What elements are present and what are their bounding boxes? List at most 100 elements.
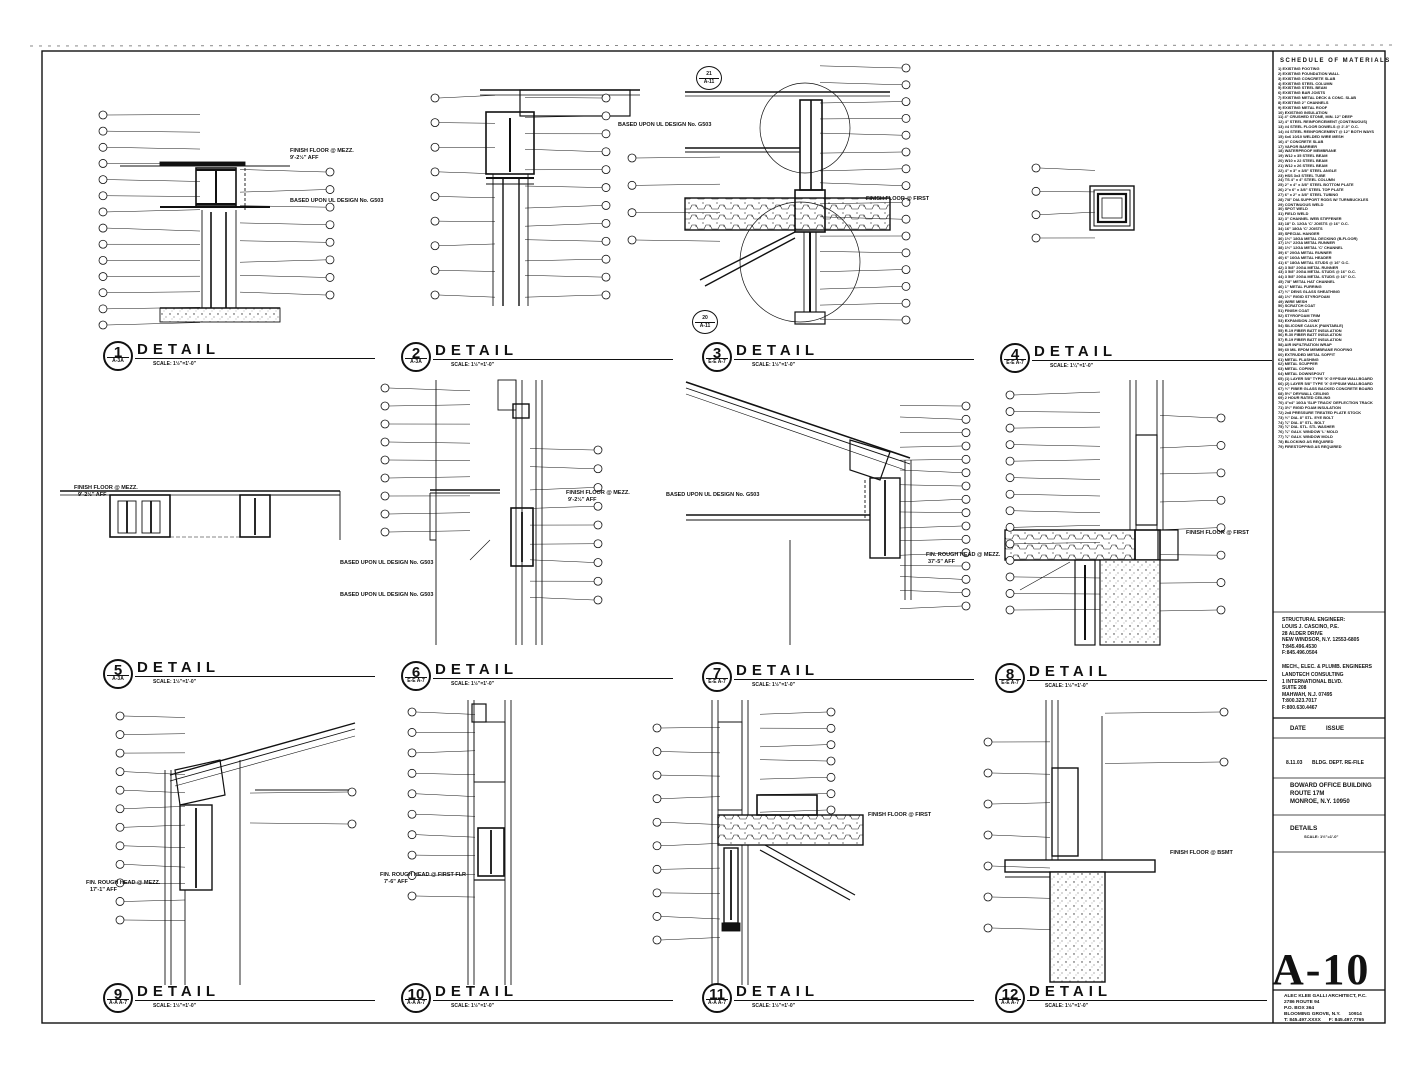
callout-leader-line <box>439 95 495 98</box>
callout-leader-line <box>1160 445 1217 448</box>
callout-leader-line <box>439 270 495 271</box>
callout-tag-circle <box>962 562 970 570</box>
callout-leader-line <box>1014 577 1100 578</box>
callout-tag-circle <box>431 291 439 299</box>
callout-tag-circle <box>653 795 661 803</box>
detail-7-drawing <box>686 382 911 645</box>
callout-tag-circle <box>827 773 835 781</box>
callout-leader-line <box>661 752 720 753</box>
callout-tag-circle <box>1217 441 1225 449</box>
callout-tag-circle <box>984 831 992 839</box>
callout-tag-circle <box>116 712 124 720</box>
detail-6-title: DETAIL <box>435 661 518 678</box>
callout-tag-circle <box>116 731 124 739</box>
callout-tag-circle <box>326 168 334 176</box>
callout-leader-line <box>525 295 602 297</box>
detail-6-number: 6E-E A-7 <box>401 661 431 691</box>
callout-tag-circle <box>116 823 124 831</box>
callout-tag-circle <box>602 112 610 120</box>
callout-tag-circle <box>1006 540 1014 548</box>
callout-leader-line <box>240 260 326 262</box>
issue-text: BLDG. DEPT. RE-FILE <box>1312 760 1364 767</box>
callout-tag-circle <box>653 771 661 779</box>
detail-7-title-bar: 7E-E A-7DETAILSCALE: 1½"=1'-0" <box>702 662 962 696</box>
detail-3-scale: SCALE: 1½"=1'-0" <box>752 362 795 368</box>
callout-leader-line <box>992 866 1050 868</box>
callout-leader-line <box>900 606 962 609</box>
callout-tag-circle <box>653 889 661 897</box>
callout-tag-circle <box>348 788 356 796</box>
callout-tag-circle <box>116 786 124 794</box>
detail-4-title-bar: 4E-E A-7DETAILSCALE: 1¼"=1'-0" <box>1000 343 1260 377</box>
callout-tag-circle <box>1217 469 1225 477</box>
callout-leader-line <box>1160 500 1217 502</box>
callout-leader-line <box>389 442 470 443</box>
callout-tag-circle <box>594 540 602 548</box>
callout-tag-circle <box>902 98 910 106</box>
callout-tag-circle <box>1032 187 1040 195</box>
detail-3-title-bar: 3E-E A-7DETAILSCALE: 1½"=1'-0" <box>702 342 962 376</box>
callout-leader-line <box>525 186 602 188</box>
callout-leader-line <box>416 814 475 816</box>
callout-tag-circle <box>902 232 910 240</box>
detail-1-scale: SCALE: 1½"=1'-0" <box>153 361 196 367</box>
callout-tag-circle <box>99 159 107 167</box>
callout-tag-circle <box>408 892 416 900</box>
issue-date: 8.11.03 <box>1286 760 1302 767</box>
callout-leader-line <box>124 825 185 827</box>
callout-leader-line <box>240 169 326 172</box>
detail-12-drawing <box>1005 700 1155 982</box>
callout-tag-circle <box>99 143 107 151</box>
callout-leader-line <box>661 868 720 869</box>
detail-7-scale: SCALE: 1½"=1'-0" <box>752 682 795 688</box>
issue-label: ISSUE <box>1326 726 1344 733</box>
callout-leader-line <box>900 417 962 419</box>
d2-ul-note: BASED UPON UL DESIGN No. G503 <box>618 122 711 128</box>
d3-finish-note: FINISH FLOOR @ FIRST <box>866 196 929 202</box>
callout-tag-circle <box>116 916 124 924</box>
callout-leader-line <box>820 118 902 119</box>
d5-ul2-note: BASED UPON UL DESIGN No. G503 <box>340 592 433 598</box>
callout-leader-line <box>416 712 475 714</box>
d1-finish-note: FINISH FLOOR @ MEZZ. <box>290 148 354 154</box>
structural-engineer: LOUIS J. CASCINO, P.E. 28 ALDER DRIVE NE… <box>1282 624 1359 657</box>
callout-leader-line <box>389 513 470 514</box>
callout-leader-line <box>1160 473 1217 474</box>
callout-leader-line <box>124 864 185 867</box>
callout-tag-circle <box>99 321 107 329</box>
callout-leader-line <box>530 449 594 450</box>
detail-2-number: 2A-3A <box>401 342 431 372</box>
callout-tag-circle <box>653 865 661 873</box>
detail-2-scale: SCALE: 1½"=1'-0" <box>451 362 494 368</box>
callout-tag-circle <box>653 748 661 756</box>
callout-leader-line <box>124 806 185 808</box>
callout-leader-line <box>760 712 827 714</box>
detail-10-drawing <box>468 700 511 985</box>
callout-leader-line <box>1160 610 1217 611</box>
callout-tag-circle <box>594 521 602 529</box>
callout-tag-circle <box>827 724 835 732</box>
callout-tag-circle <box>594 559 602 567</box>
callout-tag-circle <box>653 936 661 944</box>
callout-tag-circle <box>1006 523 1014 531</box>
callout-leader-line <box>900 459 962 460</box>
callout-tag-circle <box>827 806 835 814</box>
callout-tag-circle <box>594 502 602 510</box>
callout-tag-circle <box>116 768 124 776</box>
callout-leader-line <box>900 512 962 513</box>
d7-aff-note: 37'-5" AFF <box>928 559 955 565</box>
structural-label: STRUCTURAL ENGINEER: <box>1282 617 1345 624</box>
callout-tag-circle <box>381 474 389 482</box>
callout-leader-line <box>525 223 602 226</box>
callout-leader-line <box>820 169 902 171</box>
callout-tag-circle <box>99 240 107 248</box>
callout-tag-circle <box>1006 573 1014 581</box>
callout-tag-circle <box>348 820 356 828</box>
callout-leader-line <box>992 928 1050 930</box>
detail-12-underline <box>1027 1000 1267 1001</box>
detail-11-drawing <box>712 700 863 985</box>
project-name: BOWARD OFFICE BUILDING ROUTE 17M MONROE,… <box>1290 782 1372 806</box>
callout-tag-circle <box>602 166 610 174</box>
callout-leader-line <box>416 835 475 838</box>
detail-7-title: DETAIL <box>736 662 819 679</box>
